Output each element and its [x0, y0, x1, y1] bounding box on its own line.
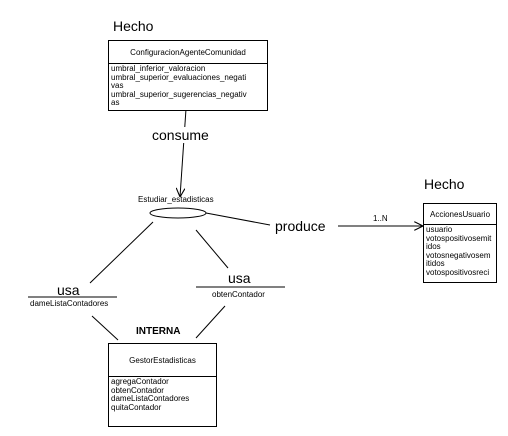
gestor-method: quitaContador — [111, 402, 162, 412]
gestor-method: agregaContador — [111, 377, 169, 386]
consume-arrow — [180, 108, 187, 197]
interna-label: INTERNA — [136, 326, 181, 337]
gestor-attrs: agregaContador obtenContador dameListaCo… — [109, 377, 216, 413]
acciones-attr: votosnegativosem — [426, 250, 491, 260]
action-ellipse — [149, 207, 207, 219]
gestor-box: GestorEstadisticas agregaContador obtenC… — [108, 343, 217, 427]
fact-label-config: Hecho — [113, 18, 154, 34]
config-attr: vas — [111, 81, 124, 90]
usa-right-sub: obtenContador — [212, 290, 265, 299]
acciones-fact-title: AccionesUsuario — [424, 204, 496, 225]
usa-left-label: usa — [57, 282, 80, 298]
gestor-title: GestorEstadisticas — [109, 344, 216, 377]
acciones-attr: votospositivosemit — [426, 233, 492, 243]
produce-label: produce — [275, 218, 326, 234]
gestor-method: obtenContador — [111, 385, 164, 395]
config-fact-title: ConfiguracionAgenteComunidad — [109, 41, 267, 64]
usa-right-label: usa — [228, 270, 251, 286]
produce-line-left — [205, 212, 271, 226]
multiplicity-label: 1..N — [373, 214, 388, 223]
acciones-fact-attrs: usuario votospositivosemit idos votosneg… — [424, 225, 496, 278]
config-fact-attrs: umbral_inferior_valoracion umbral_superi… — [109, 64, 267, 109]
acciones-fact-box: AccionesUsuario usuario votospositivosem… — [423, 203, 497, 283]
gestor-method: dameListaContadores — [111, 394, 190, 403]
acciones-attr: usuario — [426, 225, 453, 234]
config-attr: umbral_superior_evaluaciones_negati — [111, 72, 247, 82]
config-attr: as — [111, 98, 120, 107]
usa-left-line-lower — [91, 315, 119, 341]
config-attr: umbral_inferior_valoracion — [111, 64, 206, 73]
usa-right-line-upper — [195, 229, 229, 269]
acciones-attr: idos — [426, 242, 441, 251]
action-label: Estudiar_estadisticas — [138, 195, 214, 204]
usa-right-line-lower — [195, 305, 226, 339]
consume-label: consume — [151, 127, 210, 143]
fact-label-acciones: Hecho — [424, 176, 465, 192]
acciones-attr: votospositivosreci — [426, 267, 490, 277]
usa-left-line-upper — [89, 221, 154, 284]
config-fact-box: ConfiguracionAgenteComunidad umbral_infe… — [108, 40, 268, 111]
config-attr: umbral_superior_sugerencias_negativ — [111, 89, 247, 99]
usa-left-sub: dameListaContadores — [30, 299, 109, 308]
acciones-attr: itidos — [426, 259, 445, 268]
